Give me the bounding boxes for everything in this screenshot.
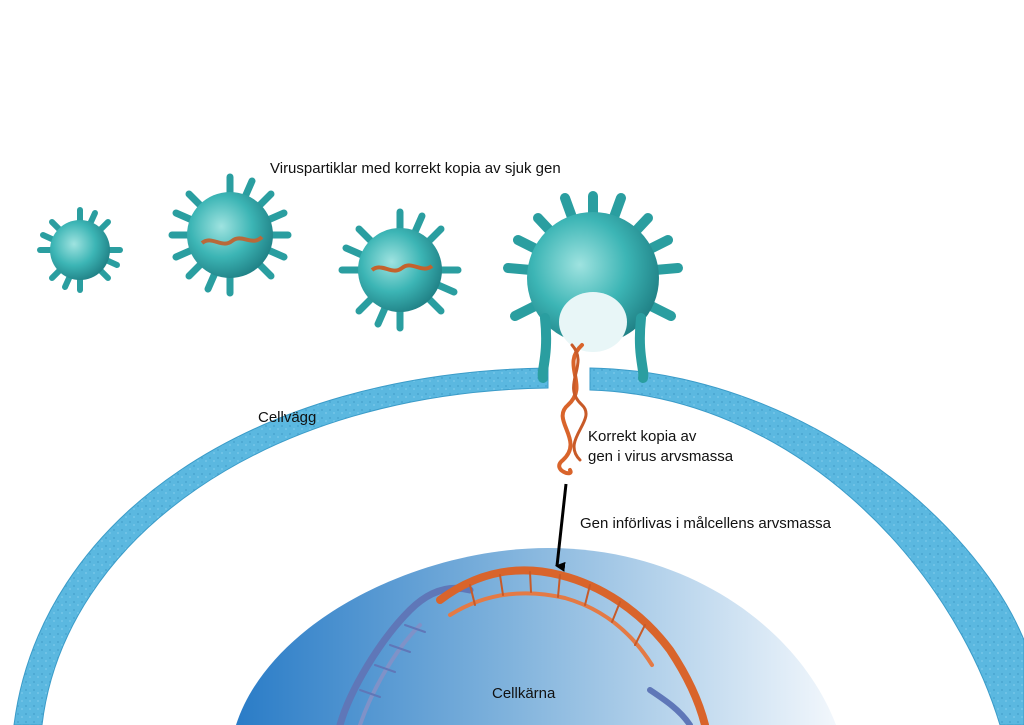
cell-wall-label: Cellvägg [258, 409, 317, 426]
nucleus-dna-helix-icon [336, 566, 709, 725]
virus-particles-label: Viruspartiklar med korrekt kopia av sjuk… [270, 160, 561, 177]
gene-copy-label-line2: gen i virus arvsmassa [588, 448, 734, 465]
nucleus-label: Cellkärna [492, 685, 556, 702]
arrow-down-icon [555, 483, 568, 572]
docking-virus-particle-icon [503, 191, 683, 383]
gene-copy-label: Korrekt kopia av gen i virus arvsmassa [588, 427, 758, 467]
virus-particle-icon [168, 173, 292, 297]
integration-label: Gen införlivas i målcellens arvsmassa [580, 515, 831, 532]
virus-particle-icon [338, 208, 462, 332]
virus-particle-icon [37, 207, 123, 293]
gene-copy-label-line1: Korrekt kopia av [588, 428, 697, 445]
gene-copy-dna-helix-icon [557, 343, 588, 476]
